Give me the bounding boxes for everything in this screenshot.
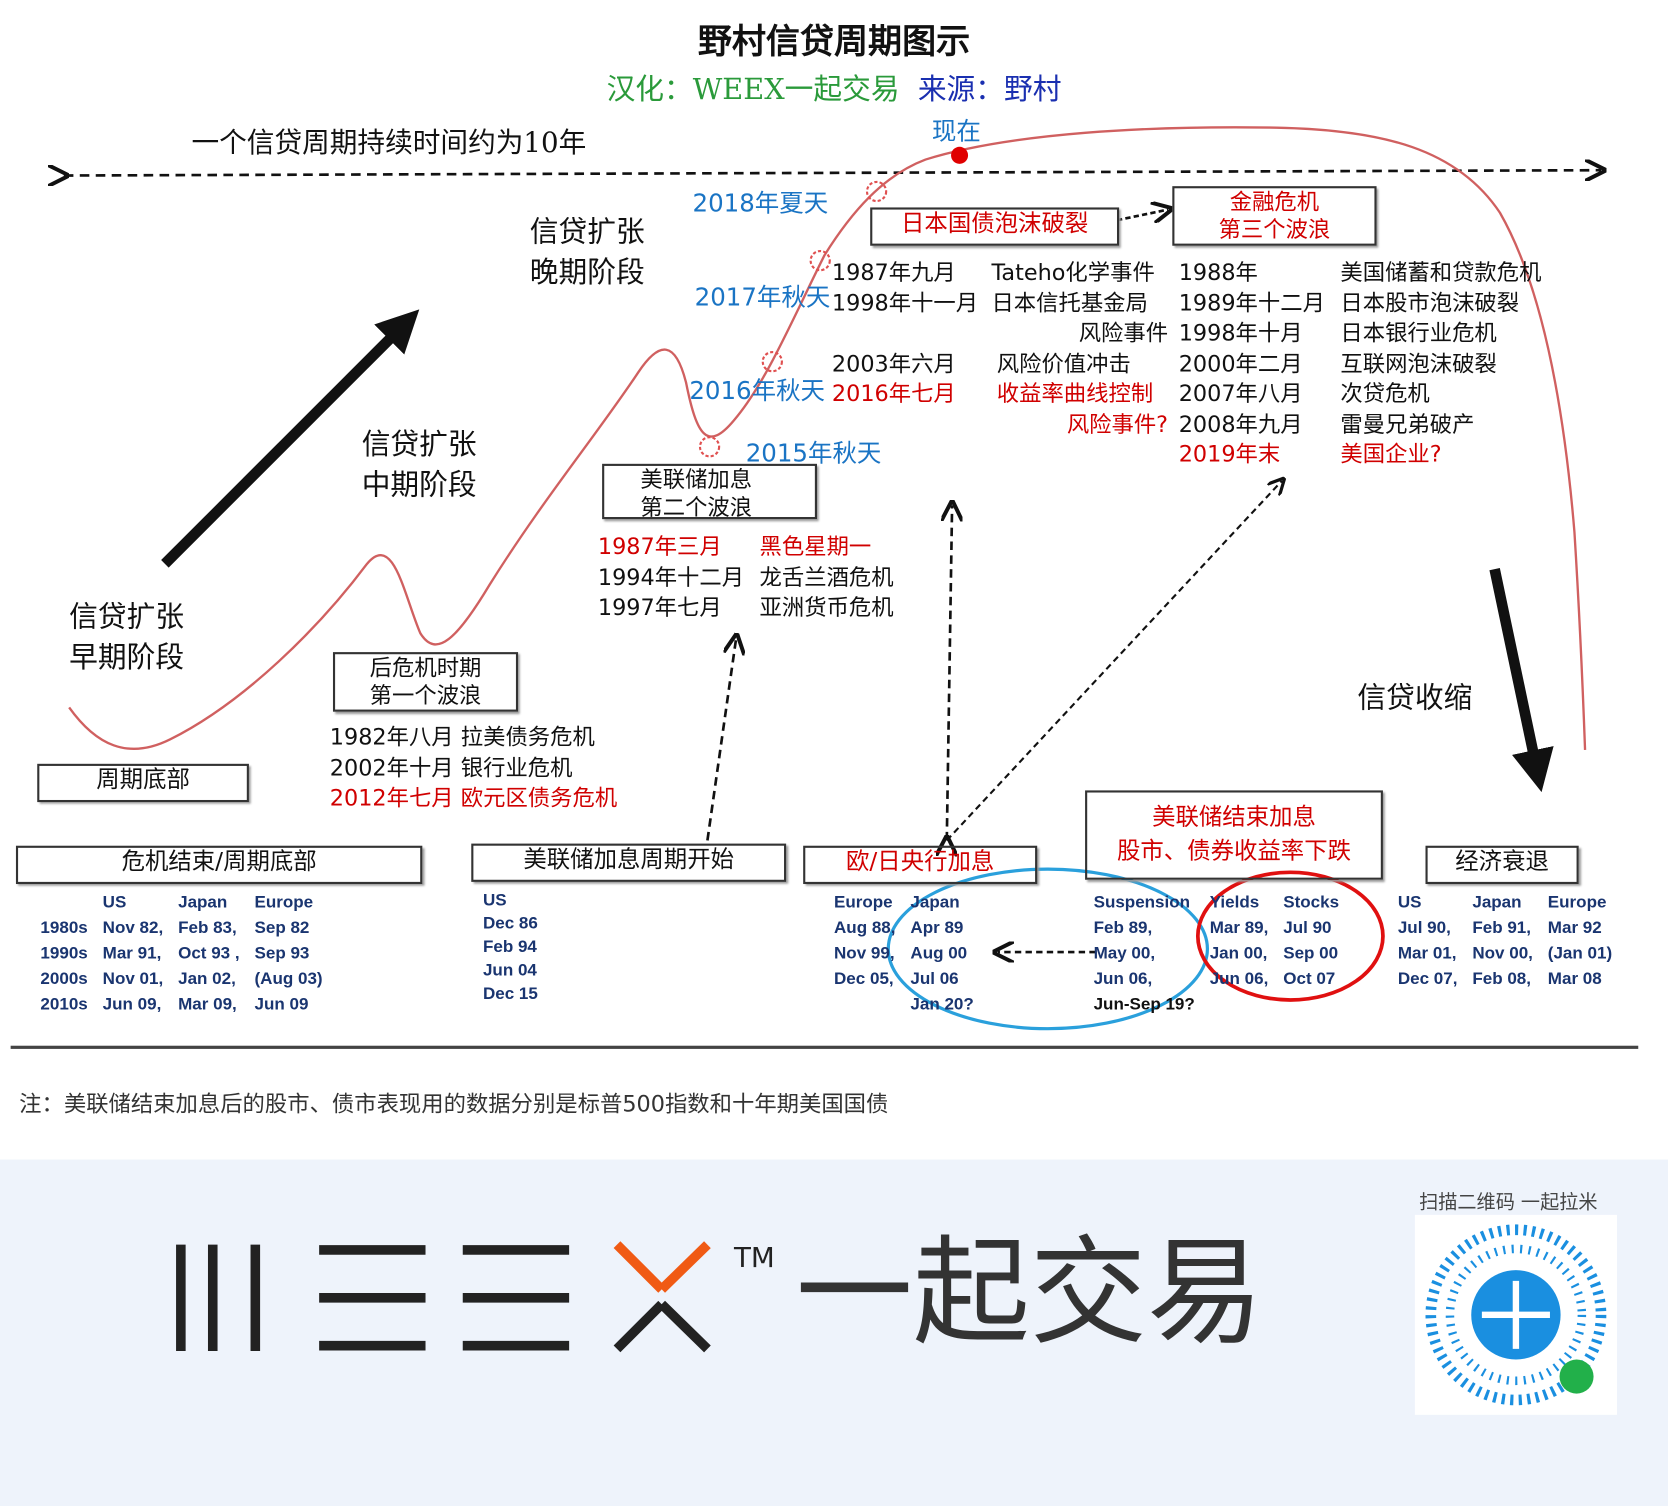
timepoint-2017: 2017年秋天 <box>694 284 831 312</box>
brand-name: 一起交易 <box>795 1224 1264 1361</box>
box-wave1: 后危机时期第一个波浪 <box>332 652 519 712</box>
fed-to-wave2-arrow <box>706 638 736 841</box>
box-wave3: 金融危机第三个波浪 <box>1172 186 1377 246</box>
marker-2016 <box>761 351 783 373</box>
footnote: 注：美联储结束加息后的股市、债市表现用的数据分别是标普500指数和十年期美国国债 <box>19 1091 889 1117</box>
box-fed-hike-start: 美联储加息周期开始 <box>471 843 787 882</box>
credit-cycle-curve <box>68 126 1587 751</box>
divider <box>10 1045 1639 1049</box>
now-marker <box>951 146 969 164</box>
timepoint-2015: 2015年秋天 <box>745 440 882 469</box>
phase-contraction: 信贷收缩 <box>1357 681 1473 715</box>
page-title: 野村信贷周期图示 <box>697 21 971 62</box>
localized-by: 汉化：WEEX一起交易 <box>606 73 900 107</box>
marker-2018 <box>865 180 888 203</box>
wave3-events: 1988年美国储蓄和贷款危机 1989年十二月日本股市泡沫破裂 1998年十月日… <box>1178 259 1542 468</box>
red-highlight-circle <box>1195 870 1385 1002</box>
box-jgb-bubble: 日本国债泡沫破裂 <box>870 207 1120 246</box>
blue-highlight-circle <box>886 867 1210 1031</box>
cycle-duration-arrow <box>64 170 1601 175</box>
ecb-to-jgb-arrow <box>947 505 952 840</box>
brand-banner: TM 一起交易 扫描二维码 一起拉米 <box>0 1159 1668 1506</box>
timepoint-2018: 2018年夏天 <box>692 190 829 219</box>
expansion-arrow <box>161 309 420 568</box>
phase-late: 信贷扩张晚期阶段 <box>529 215 645 290</box>
weex-logo <box>176 1241 711 1353</box>
ecb-to-wave3-arrow <box>946 481 1282 842</box>
jgb-to-wave3-arrow <box>1116 210 1168 221</box>
box-cycle-bottom: 周期底部 <box>37 763 249 803</box>
marker-2015 <box>698 436 721 458</box>
cycle-duration-note: 一个信贷周期持续时间约为10年 <box>191 127 587 160</box>
source: 来源：野村 <box>917 73 1062 107</box>
box-crisis-end: 危机结束/周期底部 <box>15 845 423 885</box>
wave1-events: 1982年八月 拉美债务危机 2002年十月 银行业危机 2012年七月 欧元区… <box>329 724 618 811</box>
qr-caption: 扫描二维码 一起拉米 <box>1419 1191 1598 1214</box>
marker-2017 <box>809 249 831 272</box>
wave2-events: 1987年三月黑色星期一 1994年十二月龙舌兰酒危机 1997年七月亚洲货币危… <box>597 534 894 621</box>
phase-mid: 信贷扩张中期阶段 <box>361 428 477 503</box>
box-fed-end: 美联储结束加息股市、债券收益率下跌 <box>1085 790 1383 880</box>
contraction-arrow <box>1489 568 1554 793</box>
box-wave2: 美联储加息第二个波浪 <box>602 463 817 520</box>
timepoint-2016: 2016年秋天 <box>689 377 826 406</box>
phase-early: 信贷扩张早期阶段 <box>69 601 185 675</box>
box-recession: 经济衰退 <box>1425 845 1579 885</box>
now-label: 现在 <box>931 118 981 146</box>
trademark: TM <box>734 1242 775 1275</box>
box-ecb-boj-hike: 欧/日央行加息 <box>803 845 1038 885</box>
qr-code[interactable] <box>1414 1214 1617 1415</box>
cycle-curve-layer <box>0 126 1668 1031</box>
